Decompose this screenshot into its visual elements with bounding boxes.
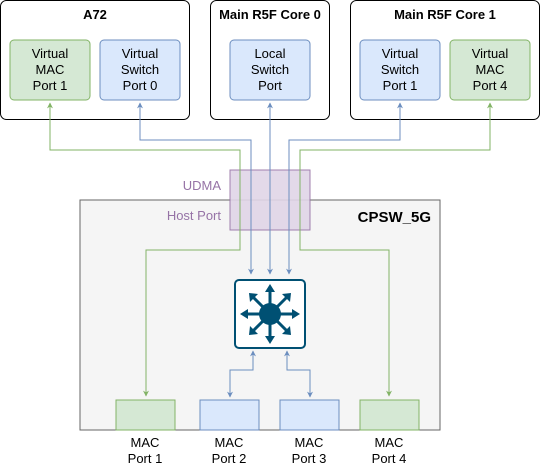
mac-port-4-label-line1: MAC — [375, 435, 404, 450]
network-switch-icon — [234, 279, 306, 349]
mac-port-1-label-line2: Port 1 — [128, 451, 163, 466]
host-r5f1-title: Main R5F Core 1 — [394, 7, 496, 22]
mac-port-2-box — [199, 399, 260, 431]
mac-port-2-label-line2: Port 2 — [212, 451, 247, 466]
port-label-line: Port 1 — [33, 78, 68, 93]
port-label-line: Port 4 — [473, 78, 508, 93]
mac-port-3-label-line1: MAC — [295, 435, 324, 450]
port-label-line: Virtual — [32, 46, 69, 61]
port-label-line: MAC — [476, 62, 505, 77]
udma-label: UDMA — [183, 178, 222, 193]
mac-port-4-box — [359, 399, 420, 431]
port-label-line: Port 0 — [123, 78, 158, 93]
port-label-line: Virtual — [382, 46, 419, 61]
r5f1-virtual-switch-port-1: Virtual Switch Port 1 — [359, 39, 441, 101]
host-port-label: Host Port — [167, 208, 222, 223]
port-label-line: MAC — [36, 62, 65, 77]
port-label-line: Virtual — [472, 46, 509, 61]
r5f1-virtual-mac-port-4: Virtual MAC Port 4 — [449, 39, 531, 101]
host-a72-title: A72 — [83, 7, 107, 22]
port-label-line: Switch — [251, 62, 289, 77]
link-r5f1-switch1-to-switch — [286, 102, 403, 275]
port-label-line: Switch — [121, 62, 159, 77]
link-switch-to-mac-port-2 — [227, 350, 256, 398]
r5f0-local-switch-port: Local Switch Port — [229, 39, 311, 101]
host-r5f0-title: Main R5F Core 0 — [219, 7, 321, 22]
mac-port-1-box — [115, 399, 176, 431]
port-label-line: Port 1 — [383, 78, 418, 93]
port-label-line: Virtual — [122, 46, 159, 61]
port-label-line: Switch — [381, 62, 419, 77]
link-switch-to-mac-port-3 — [284, 350, 313, 398]
cpsw-title: CPSW_5G — [358, 209, 431, 226]
mac-port-3-label-line2: Port 3 — [292, 451, 327, 466]
a72-virtual-mac-port-1: Virtual MAC Port 1 — [9, 39, 91, 101]
mac-port-3-box — [279, 399, 340, 431]
port-label-line: Port — [258, 78, 282, 93]
mac-port-4-label-line2: Port 4 — [372, 451, 407, 466]
a72-virtual-switch-port-0: Virtual Switch Port 0 — [99, 39, 181, 101]
mac-port-2-label-line1: MAC — [215, 435, 244, 450]
link-a72-switch0-to-switch — [137, 102, 254, 275]
mac-port-1-label-line1: MAC — [131, 435, 160, 450]
port-label-line: Local — [254, 46, 285, 61]
